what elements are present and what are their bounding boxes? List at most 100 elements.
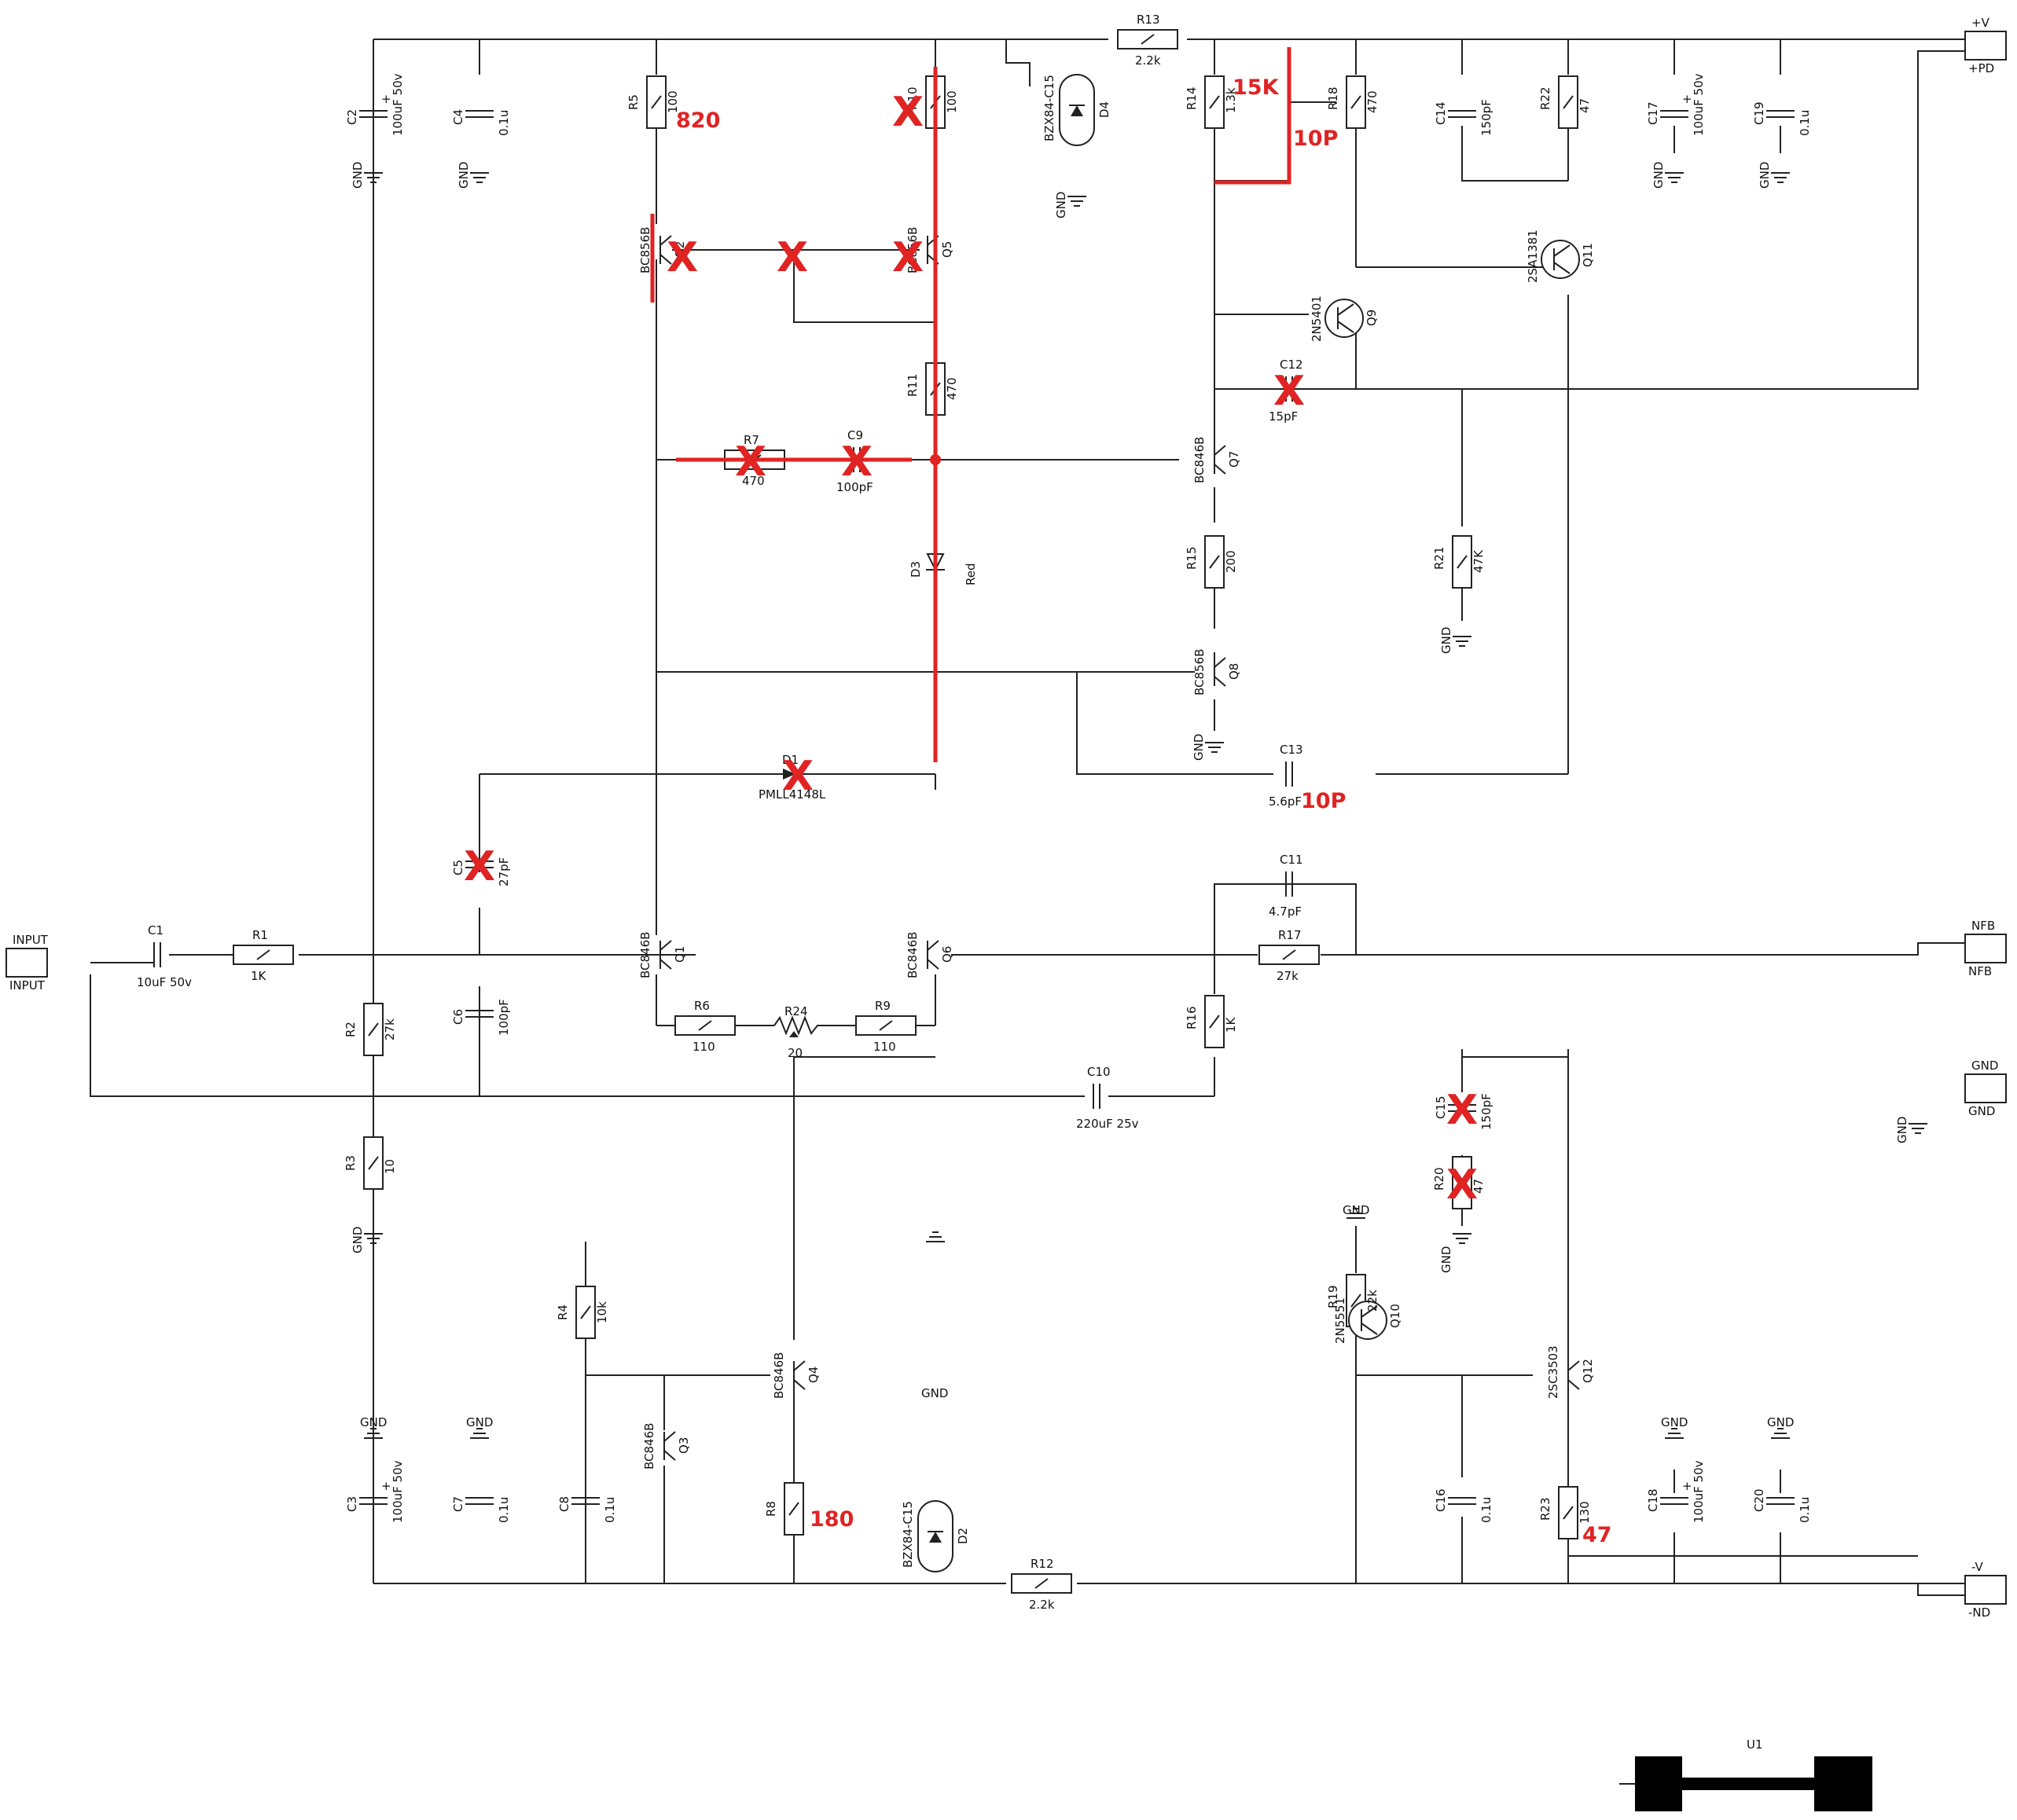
ref-q6: Q6 bbox=[940, 946, 954, 963]
transistor-lead bbox=[1214, 445, 1226, 456]
wire bbox=[1461, 126, 1568, 182]
ref-r5: R5 bbox=[626, 94, 641, 110]
part-q6: BC846B bbox=[906, 932, 920, 978]
value-r7: 470 bbox=[742, 474, 765, 488]
ref-u1: U1 bbox=[1747, 1737, 1763, 1752]
strike-mark-c5: X bbox=[464, 843, 495, 890]
value-r22: 47 bbox=[1578, 98, 1592, 113]
ref-r4: R4 bbox=[556, 1304, 570, 1320]
ref-c5: C5 bbox=[451, 860, 465, 875]
ref-r22: R22 bbox=[1538, 86, 1552, 110]
gnd-label: GND bbox=[1767, 1415, 1794, 1429]
resistor-mark bbox=[788, 1502, 799, 1516]
ref-c12: C12 bbox=[1280, 358, 1303, 372]
ref-d4: D4 bbox=[1097, 101, 1111, 118]
value-c7: 0.1u bbox=[497, 1497, 511, 1523]
ref-c4: C4 bbox=[451, 109, 465, 125]
wire bbox=[1321, 942, 1965, 956]
ref-r8: R8 bbox=[764, 1501, 778, 1517]
u1-bridge bbox=[1682, 1778, 1814, 1790]
gnd-label: GND bbox=[1661, 1415, 1688, 1429]
strike-mark-mid: X bbox=[777, 234, 808, 281]
resistor-mark bbox=[256, 949, 270, 960]
ref-c6: C6 bbox=[451, 1009, 465, 1025]
part-q4: BC846B bbox=[772, 1352, 786, 1399]
wire bbox=[793, 250, 935, 323]
wire bbox=[1917, 1583, 1965, 1596]
ref-r7: R7 bbox=[744, 433, 759, 447]
port-sublabel-input: INPUT bbox=[9, 978, 46, 993]
strike-mark-r7: X bbox=[735, 438, 766, 486]
value-r17: 27k bbox=[1277, 969, 1299, 983]
schematic-wires bbox=[90, 39, 1965, 1596]
value-c12: 15pF bbox=[1269, 409, 1298, 424]
value-r23: 130 bbox=[1578, 1501, 1592, 1524]
ref-c13: C13 bbox=[1280, 743, 1303, 757]
potentiometer-wiper bbox=[789, 1031, 799, 1037]
transistor-lead bbox=[1553, 262, 1571, 274]
port-label-gndport: GND bbox=[1971, 1059, 1998, 1073]
resistor-mark bbox=[368, 1022, 379, 1037]
ref-c2: C2 bbox=[345, 109, 359, 125]
port-nv bbox=[1964, 1575, 2007, 1605]
value-c18: 100uF 50v bbox=[1692, 1460, 1706, 1523]
transistor-lead bbox=[663, 1450, 676, 1461]
gnd-label: GND bbox=[1054, 192, 1068, 218]
ref-q10: Q10 bbox=[1388, 1304, 1402, 1328]
value-r21: 47K bbox=[1471, 549, 1486, 573]
value-c8: 0.1u bbox=[603, 1497, 617, 1523]
port-label-pv: +V bbox=[1971, 16, 1990, 30]
strike-mark-q5: X bbox=[892, 234, 924, 281]
value-c1: 10uF 50v bbox=[137, 975, 192, 989]
resistor-mark bbox=[1209, 555, 1220, 569]
ref-r9: R9 bbox=[875, 999, 891, 1013]
port-sublabel-gndport: GND bbox=[1968, 1104, 1995, 1118]
value-c17: 100uF 50v bbox=[1692, 73, 1706, 136]
wire bbox=[1355, 1352, 1533, 1376]
resistor-mark bbox=[1563, 1506, 1574, 1520]
port-gndport bbox=[1964, 1073, 2007, 1103]
ref-q7: Q7 bbox=[1227, 451, 1241, 468]
ref-c8: C8 bbox=[557, 1496, 571, 1512]
red-markup-line bbox=[1214, 47, 1291, 185]
strike-mark-c12: X bbox=[1273, 368, 1305, 415]
gnd-label: GND bbox=[1895, 1117, 1909, 1143]
part-d2: BZX84-C15 bbox=[901, 1501, 915, 1568]
part-q11: 2SA1381 bbox=[1526, 229, 1540, 283]
transistor-lead bbox=[1361, 1323, 1378, 1335]
ref-q2: Q2 bbox=[673, 241, 687, 258]
ref-r19: R19 bbox=[1326, 1285, 1340, 1308]
ref-d3: D3 bbox=[909, 561, 923, 578]
resistor-mark bbox=[698, 1020, 712, 1031]
ref-r13: R13 bbox=[1137, 13, 1160, 27]
port-nfb bbox=[1964, 934, 2007, 963]
transistor-lead bbox=[1214, 464, 1226, 475]
transistor-q10 bbox=[1348, 1301, 1387, 1340]
part-q7: BC846B bbox=[1192, 437, 1207, 483]
ref-q4: Q4 bbox=[806, 1367, 821, 1383]
resistor-mark bbox=[1563, 95, 1574, 109]
port-label-input: INPUT bbox=[13, 933, 49, 947]
ref-c14: C14 bbox=[1434, 101, 1448, 125]
value-r15: 200 bbox=[1224, 550, 1238, 573]
wire bbox=[1005, 39, 1031, 86]
ref-r6: R6 bbox=[694, 999, 710, 1013]
polarity-plus: + bbox=[381, 92, 391, 106]
ref-c9: C9 bbox=[847, 428, 863, 442]
port-pv bbox=[1964, 31, 2007, 61]
gnd-label: GND bbox=[351, 1227, 365, 1253]
ref-d1: D1 bbox=[782, 753, 799, 767]
part-q9: 2N5401 bbox=[1310, 295, 1324, 342]
transistor-lead bbox=[1553, 244, 1571, 257]
part-q12: 2SC3503 bbox=[1546, 1345, 1560, 1399]
ref-r20: R20 bbox=[1432, 1167, 1446, 1191]
value-r13: 2.2k bbox=[1135, 53, 1161, 68]
gnd-label: GND bbox=[1758, 162, 1772, 189]
value-r11: 470 bbox=[945, 377, 959, 400]
gnd-label: GND bbox=[1343, 1203, 1369, 1217]
transistor-lead bbox=[793, 1360, 806, 1371]
value-r9: 110 bbox=[873, 1040, 896, 1054]
port-sublabel-nfb: NFB bbox=[1968, 964, 1992, 978]
port-sublabel-nv: -ND bbox=[1968, 1605, 1990, 1620]
transistor-lead bbox=[659, 959, 672, 970]
